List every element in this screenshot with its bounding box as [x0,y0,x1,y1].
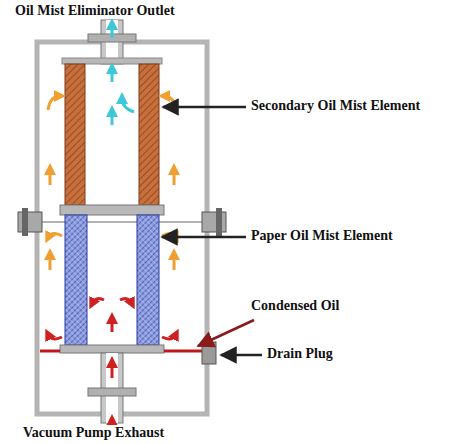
part-label: Secondary Oil Mist Element [250,98,421,114]
leader-arrow [162,236,246,239]
secondary-element [139,64,159,205]
bolt-head [216,208,222,236]
condensed-oil [40,350,60,353]
bolt-head [22,208,28,236]
clean-flow-arrows [112,24,134,125]
top-plate [62,58,162,64]
bolt [18,212,42,232]
bolt [202,212,226,232]
condensed-oil [164,350,203,353]
part-label: Paper Oil Mist Element [250,228,394,244]
housing-joint [37,221,207,223]
exhaust-flow-arrows [48,299,176,436]
drain-plug [202,342,216,364]
inlet-flange [88,388,136,396]
leader-arrow [163,106,246,109]
secondary-element [65,64,85,205]
part-label: Drain Plug [266,346,334,362]
bottom-plate [60,345,164,353]
paper-element [65,215,87,345]
leader-arrow [198,320,254,346]
part-label: Condensed Oil [250,298,340,314]
part-label: Oil Mist Eliminator Outlet [14,3,176,19]
part-label: Vacuum Pump Exhaust [22,425,165,441]
paper-element [137,215,159,345]
middle-plate [60,205,164,215]
annulus-flow-arrows [48,96,176,270]
leader-arrow [221,354,262,357]
